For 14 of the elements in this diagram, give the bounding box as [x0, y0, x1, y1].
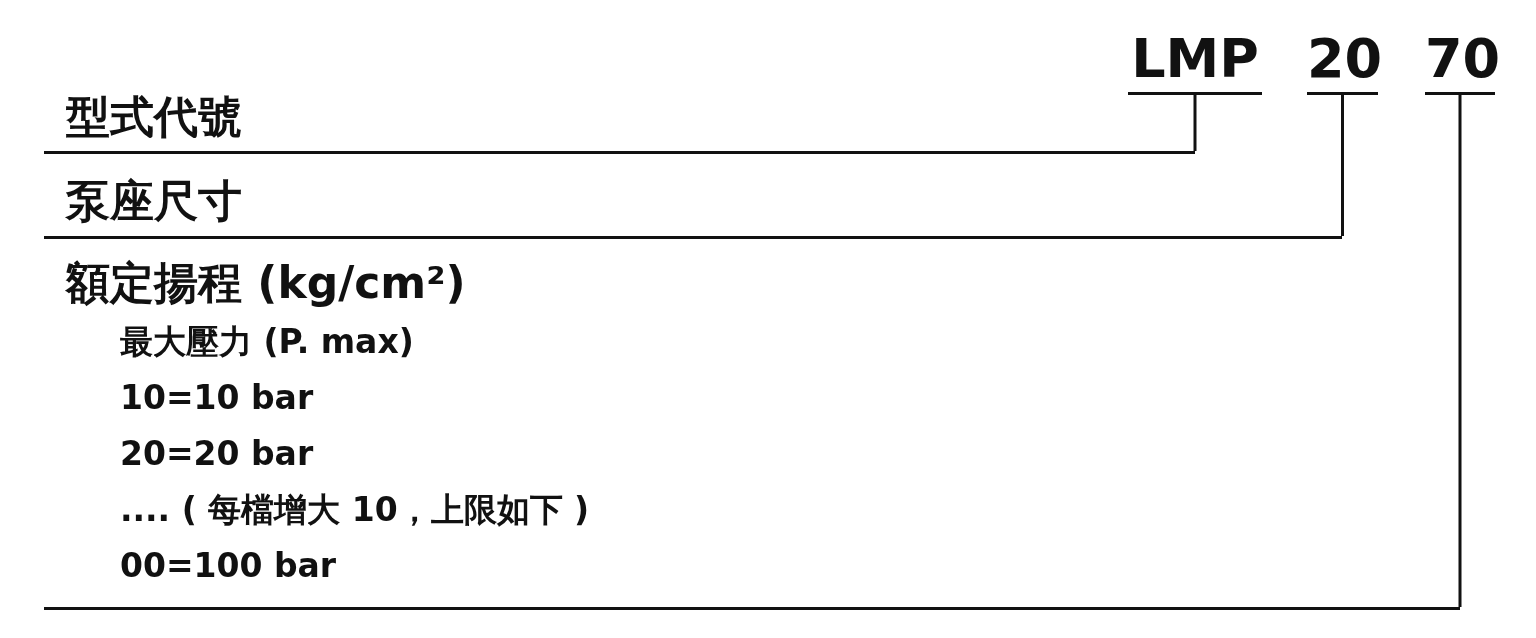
leader-line [1341, 95, 1344, 236]
option-text: 10=10 bar [120, 377, 314, 419]
option-text: 最大壓力 (P. max) [120, 321, 414, 363]
heading-text: 額定揚程 (kg/cm²) [66, 256, 466, 310]
code-text: 20 [1307, 27, 1383, 90]
option-text: 20=20 bar [120, 433, 314, 475]
code-text: LMP [1131, 27, 1259, 90]
code-text: 70 [1425, 27, 1501, 90]
leader-line [1458, 95, 1462, 607]
heading-text: 型式代號 [66, 90, 242, 144]
option-text: .... ( 每檔增大 10，上限如下 ) [120, 489, 590, 531]
heading-text: 泵座尺寸 [66, 174, 242, 228]
leader-line [1193, 95, 1197, 151]
option-text: 00=100 bar [120, 545, 337, 587]
